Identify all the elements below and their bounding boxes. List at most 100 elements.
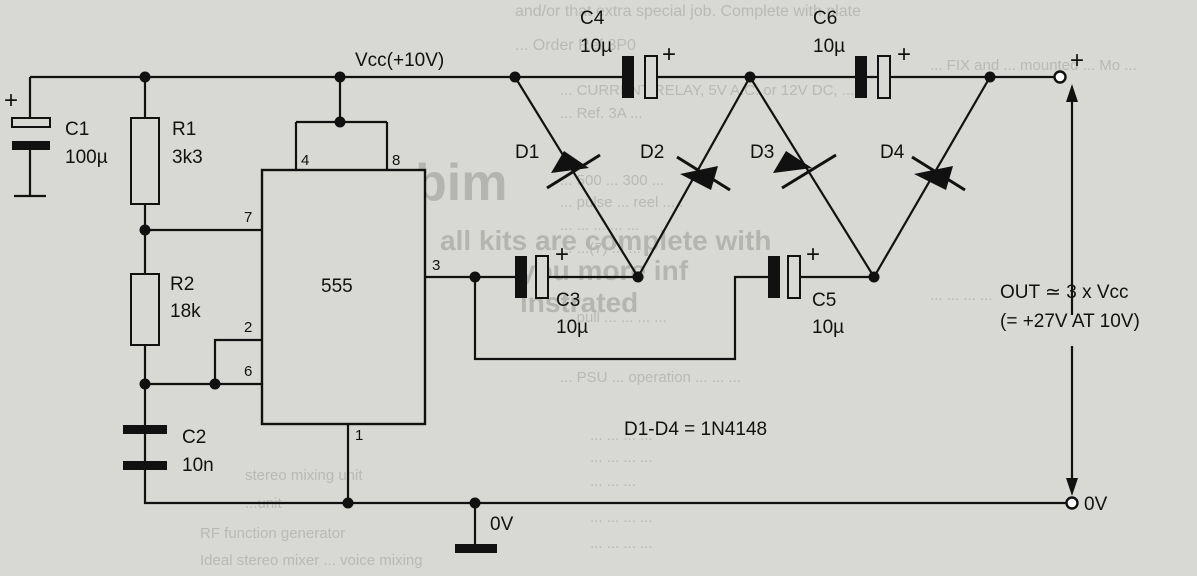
ic-label: 555 — [321, 276, 353, 297]
c1-plate-negative — [12, 141, 50, 150]
junction-dot — [984, 71, 996, 83]
c5-plate-negative — [768, 256, 780, 298]
bg-line: ... 500 ... 300 ... — [560, 172, 664, 189]
junction-dot — [469, 497, 481, 509]
c5-plate-positive — [787, 255, 801, 299]
capacitor-c6: + C6 10µ — [813, 8, 911, 99]
junction-dot — [632, 271, 644, 283]
resistor-r2: R2 18k — [130, 273, 201, 346]
pin-1-label: 1 — [355, 427, 363, 444]
c6-value: 10µ — [813, 36, 845, 57]
junction-dot — [209, 378, 221, 390]
pin-7-label: 7 — [244, 209, 252, 226]
junction-dot — [868, 271, 880, 283]
capacitor-c1: + C1 100µ — [4, 87, 108, 168]
bg-line: stereo mixing unit — [245, 467, 363, 484]
c3-polarity: + — [555, 241, 569, 268]
r2-name: R2 — [170, 274, 194, 295]
d2-cathode-bar — [676, 155, 731, 192]
bg-heading: bim — [415, 154, 507, 212]
junction-dot — [139, 378, 151, 390]
bg-line: ... ...(7) ... ... — [560, 240, 641, 257]
bg-line: ... ... ... ... — [590, 449, 653, 466]
bg-line: ... FIX and ... mounted ... Mo ... — [930, 57, 1137, 74]
bg-line: RF function generator — [200, 525, 345, 542]
junction-dot — [342, 497, 354, 509]
d1-cathode-bar — [546, 153, 601, 190]
ground-symbol — [455, 544, 497, 553]
r2-body — [130, 273, 160, 346]
ic-555: 555 4 8 7 2 6 3 1 — [244, 152, 440, 444]
junction-dot — [139, 71, 151, 83]
c5-polarity: + — [806, 241, 820, 268]
c1-polarity: + — [4, 87, 18, 114]
pin-3-label: 3 — [432, 257, 440, 274]
diode-d4: D4 — [880, 142, 966, 192]
c3-plate-positive — [535, 255, 549, 299]
d3-cathode-bar — [781, 153, 837, 190]
bg-line: ... ... ... ... ... — [560, 217, 639, 234]
c2-plate-b — [123, 461, 167, 470]
c3-plate-negative — [515, 256, 527, 298]
arrow-up-icon — [1066, 84, 1078, 102]
c1-value: 100µ — [65, 147, 108, 168]
output-label: OUT ≃ 3 x Vcc — [1000, 282, 1129, 303]
bg-line: ... CURRENT RELAY, 5V A.C. or 12V DC, ..… — [560, 82, 863, 99]
bg-line: ... Order Ref 3P0 — [515, 37, 636, 54]
bg-heading: all kits are complete with — [440, 225, 771, 256]
capacitor-c3: + C3 10µ — [515, 241, 588, 338]
c6-name: C6 — [813, 8, 837, 29]
bg-line: ... ... ... ... — [930, 287, 993, 304]
d4-anode-triangle — [914, 166, 953, 190]
d1-anode-triangle — [551, 151, 589, 173]
bg-line: ... ... ... ... — [590, 509, 653, 526]
bg-line: ... PSU ... operation ... ... ... — [560, 369, 741, 386]
c3-name: C3 — [556, 290, 580, 311]
c1-name: C1 — [65, 119, 89, 140]
d4-name: D4 — [880, 142, 905, 163]
pin-4-label: 4 — [301, 152, 309, 169]
d2-name: D2 — [640, 142, 664, 163]
c5-value: 10µ — [812, 317, 844, 338]
capacitor-c4: + C4 10µ — [580, 8, 676, 99]
pin2-pin6-wire — [145, 338, 262, 386]
output-terminal-positive — [1053, 70, 1067, 84]
junction-dot — [509, 71, 521, 83]
output-sublabel: (= +27V AT 10V) — [1000, 311, 1140, 332]
arrow-down-icon — [1066, 478, 1078, 496]
c2-plate-a — [123, 425, 167, 434]
bg-line: ... pulse ... reel ... . — [560, 194, 683, 211]
bg-line: Ideal stereo mixer ... voice mixing — [200, 552, 423, 569]
pin-8-label: 8 — [392, 152, 400, 169]
c6-plate-positive — [877, 55, 891, 99]
resistor-r1: R1 3k3 — [130, 117, 203, 205]
r2-value: 18k — [170, 301, 201, 322]
capacitor-c2: C2 10n — [123, 425, 214, 476]
ground-label: 0V — [490, 514, 514, 535]
c2-value: 10n — [182, 455, 214, 476]
c6-polarity: + — [897, 41, 911, 68]
supply-label: Vcc(+10V) — [355, 50, 444, 71]
bg-line: ... ... ... — [590, 473, 636, 490]
ic-body — [260, 168, 427, 426]
diode-d2: D2 — [640, 142, 731, 192]
diode-d3: D3 — [750, 142, 837, 190]
junction-dot — [334, 116, 346, 128]
pin-6-label: 6 — [244, 363, 252, 380]
c4-name: C4 — [580, 8, 605, 29]
c6-plate-negative — [855, 56, 867, 98]
diode-note: D1-D4 = 1N4148 — [624, 419, 767, 440]
bg-line: ... ... ... ... — [590, 427, 653, 444]
c4-plate-positive — [644, 55, 658, 99]
c4-value: 10µ — [580, 36, 612, 57]
bg-line: ... Ref. 3A ... — [560, 105, 643, 122]
pin-2-label: 2 — [244, 319, 252, 336]
c5-name: C5 — [812, 290, 836, 311]
diode-d1: D1 — [515, 142, 601, 190]
background-text: and/or that extra special job. Complete … — [200, 3, 1137, 569]
junction-dot — [334, 71, 346, 83]
d2-anode-triangle — [680, 166, 718, 190]
junctions — [139, 71, 996, 509]
junction-dot — [744, 71, 756, 83]
